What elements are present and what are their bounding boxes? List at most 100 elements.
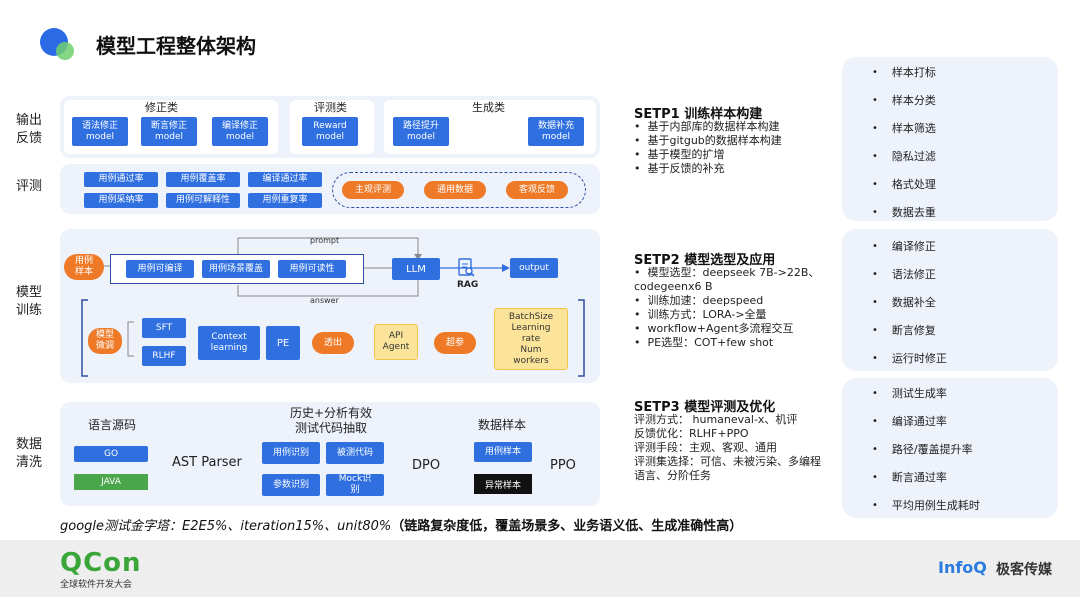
- right-item: •编译通过率: [872, 415, 947, 428]
- metric-duplication: 用例重复率: [248, 193, 322, 208]
- finetune-label: 模型 微调: [88, 328, 122, 354]
- step2-bullet: • 模型选型：deepseek 7B->22B、 codegeenx6 B: [634, 266, 820, 293]
- sft-box: SFT: [142, 318, 186, 338]
- right-item: •样本筛选: [872, 122, 936, 135]
- step2-title: SETP2 模型选型及应用: [634, 253, 776, 268]
- gen-model-data: 数据补充 model: [528, 117, 584, 146]
- logo-dot-green: [56, 42, 74, 60]
- output-box: output: [510, 258, 558, 278]
- qcon-logo: QCon: [60, 548, 142, 578]
- step2-bullet: • workflow+Agent多流程交互: [634, 322, 794, 335]
- tag-subjective: 主观评测: [342, 181, 404, 199]
- tag-general-data: 通用数据: [424, 181, 486, 199]
- right-item: •编译修正: [872, 240, 936, 253]
- step1-bullet: • 基于反馈的补充: [634, 162, 725, 175]
- step1-bullet: • 基于模型的扩增: [634, 148, 725, 161]
- step2-bullet: • PE选型：COT+few shot: [634, 336, 774, 349]
- row-label-data-cleaning: 数据 清洗: [16, 437, 43, 470]
- analysis-case-id: 用例识别: [262, 442, 320, 464]
- right-item: •路径/覆盖提升率: [872, 443, 973, 456]
- step1-bullet: • 基于内部库的数据样本构建: [634, 120, 780, 133]
- right-panel-fix: [842, 229, 1058, 371]
- infoq-brand-cn: 极客传媒: [996, 562, 1052, 578]
- analysis-param-id: 参数识别: [262, 474, 320, 496]
- page-title: 模型工程整体架构: [96, 34, 256, 58]
- right-item: •断言通过率: [872, 471, 947, 484]
- step3-lines: 评测方式： humaneval-x、机评 反馈优化：RLHF+PPO 评测手段：…: [634, 413, 839, 483]
- llm-box: LLM: [392, 258, 440, 280]
- right-item: •语法修正: [872, 268, 936, 281]
- right-item: •平均用例生成耗时: [872, 499, 980, 512]
- step1-title: SETP1 训练样本构建: [634, 107, 763, 122]
- row-label-model-training: 模型 训练: [16, 285, 43, 318]
- metric-explainability: 用例可解释性: [166, 193, 240, 208]
- bottom-note-prefix: google测试金字塔：E2E5%、iteration15%、unit80%: [60, 519, 392, 534]
- right-panel-data: [842, 57, 1058, 221]
- sample-title: 数据样本: [478, 418, 527, 432]
- fix-model-compile: 编译修正 model: [212, 117, 268, 146]
- step2-bullets: • 模型选型：deepseek 7B->22B、 codegeenx6 B • …: [634, 266, 819, 350]
- metric-compile-rate: 编译通过率: [248, 172, 322, 187]
- analysis-title: 历史+分析有效 测试代码抽取: [290, 406, 373, 435]
- step2-bullet: • 训练加速：deepspeed: [634, 294, 764, 307]
- metric-pass-rate: 用例通过率: [84, 172, 158, 187]
- right-item: •样本打标: [872, 66, 936, 79]
- answer-label: answer: [310, 296, 339, 305]
- lang-java: JAVA: [74, 474, 148, 490]
- lang-go: GO: [74, 446, 148, 462]
- rlhf-box: RLHF: [142, 346, 186, 366]
- ast-parser: AST Parser: [172, 455, 242, 470]
- reward-model: Reward model: [302, 117, 358, 146]
- fix-model-assert: 断言修正 model: [141, 117, 197, 146]
- step3-title: SETP3 模型评测及优化: [634, 400, 776, 415]
- step3-line: 评测手段：主观、客观、通用: [634, 441, 777, 454]
- right-panel-metrics-list: •测试生成率 •编译通过率 •路径/覆盖提升率 •断言通过率 •平均用例生成耗时: [872, 379, 980, 519]
- right-item: •测试生成率: [872, 387, 947, 400]
- analysis-mock-id: Mock识 别: [326, 474, 384, 496]
- gen-group-title: 生成类: [472, 101, 505, 114]
- right-item: •数据补全: [872, 296, 936, 309]
- distill-label: 透出: [312, 332, 354, 354]
- step3-line: 反馈优化：RLHF+PPO: [634, 427, 749, 440]
- qcon-subtitle: 全球软件开发大会: [60, 580, 133, 590]
- right-panel-data-list: •样本打标 •样本分类 •样本筛选 •隐私过滤 •格式处理 •数据去重: [872, 58, 936, 226]
- lang-title: 语言源码: [88, 418, 137, 432]
- bottom-note-bold: （链路复杂度低，覆盖场景多、业务语义低、生成准确性高）: [391, 519, 743, 534]
- tag-objective: 客观反馈: [506, 181, 568, 199]
- right-item: •断言修复: [872, 324, 936, 337]
- context-learning-box: Context learning: [198, 326, 260, 360]
- gen-model-path: 路径提升 model: [393, 117, 449, 146]
- ppo-label: PPO: [550, 458, 576, 473]
- right-item: •隐私过滤: [872, 150, 936, 163]
- metric-coverage: 用例覆盖率: [166, 172, 240, 187]
- right-item: •样本分类: [872, 94, 936, 107]
- bottom-note: google测试金字塔：E2E5%、iteration15%、unit80%（链…: [60, 515, 742, 534]
- quality-compilable: 用例可编译: [126, 260, 194, 278]
- sample-label: 用例 样本: [64, 254, 104, 280]
- prompt-label: prompt: [310, 236, 340, 245]
- eval-group-title: 评测类: [314, 101, 347, 114]
- hyperparam-label: 超参: [434, 332, 476, 354]
- row-label-evaluation: 评测: [16, 179, 43, 194]
- step1-bullet: • 基于gitgub的数据样本构建: [634, 134, 782, 147]
- right-item: •运行时修正: [872, 352, 947, 365]
- fix-model-syntax: 语法修正 model: [72, 117, 128, 146]
- analysis-target-code: 被测代码: [326, 442, 384, 464]
- hyperparam-list: BatchSize Learning rate Num workers: [494, 308, 568, 370]
- right-item: •格式处理: [872, 178, 936, 191]
- sample-abnormal: 异常样本: [474, 474, 532, 494]
- dpo-label: DPO: [412, 458, 441, 473]
- row-label-output-feedback: 输出 反馈: [16, 113, 43, 146]
- right-panel-fix-list: •编译修正 •语法修正 •数据补全 •断言修复 •运行时修正: [872, 232, 947, 372]
- metric-adoption: 用例采纳率: [84, 193, 158, 208]
- step3-line: 评测集选择：可信、未被污染、多编程 语言、分阶任务: [634, 455, 821, 482]
- step3-line: 评测方式： humaneval-x、机评: [634, 413, 798, 426]
- step1-bullets: • 基于内部库的数据样本构建 • 基于gitgub的数据样本构建 • 基于模型的…: [634, 120, 782, 176]
- footer-bar: [0, 540, 1080, 597]
- step2-bullet: • 训练方式：LORA->全量: [634, 308, 767, 321]
- pe-box: PE: [266, 326, 300, 360]
- rag-icon: [458, 258, 476, 278]
- right-panel-metrics: [842, 378, 1058, 518]
- quality-readability: 用例可读性: [278, 260, 346, 278]
- right-item: •数据去重: [872, 206, 936, 219]
